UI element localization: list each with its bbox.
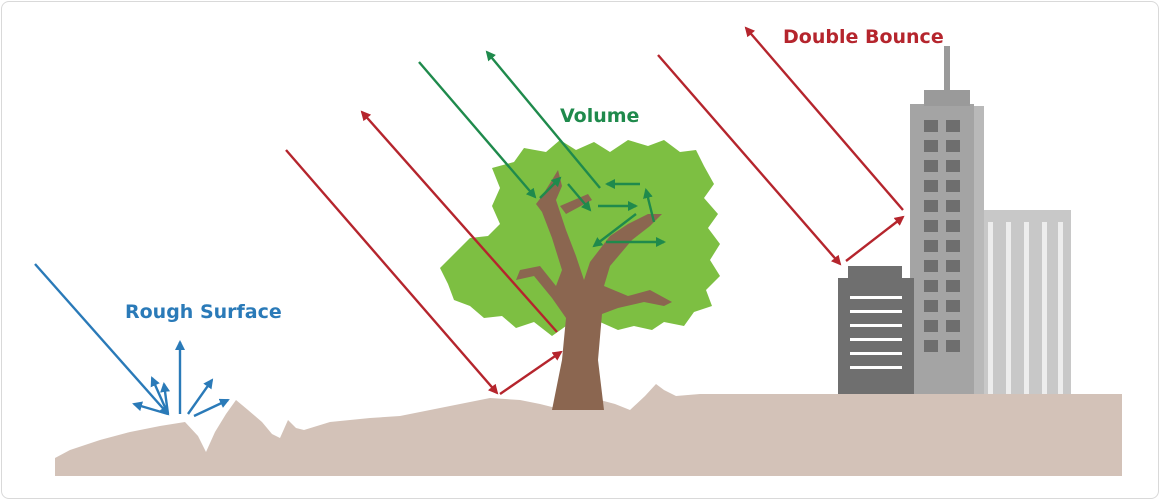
volume-inner-arrow-5 <box>643 188 656 223</box>
building-antenna <box>944 46 950 92</box>
building-bounce-arrow <box>845 215 905 262</box>
tower-window <box>924 280 938 292</box>
double-bounce-label: Double Bounce <box>783 26 944 48</box>
tower-window <box>946 200 960 212</box>
rough-surface-arrows <box>34 263 230 418</box>
volume-arrows <box>418 50 666 248</box>
tree-bounce-arrow <box>499 350 563 395</box>
tower-window <box>946 120 960 132</box>
buildings <box>838 46 1071 394</box>
building-tower-windows <box>924 120 960 352</box>
tower-window <box>946 280 960 292</box>
tower-window <box>946 180 960 192</box>
tower-window <box>924 140 938 152</box>
building-left <box>838 278 914 394</box>
ground <box>55 384 1122 476</box>
building-tower <box>910 104 974 394</box>
tower-window <box>924 260 938 272</box>
volume-inner-arrow-1 <box>539 176 562 199</box>
tower-window <box>924 120 938 132</box>
tower-window <box>946 300 960 312</box>
tree-return-arrow <box>360 110 558 333</box>
tower-window <box>946 260 960 272</box>
tower-window <box>924 160 938 172</box>
tower-window <box>946 320 960 332</box>
tree <box>440 140 720 410</box>
tower-window <box>924 220 938 232</box>
rough-scatter-arrow-2 <box>150 376 170 415</box>
rough-scatter-arrow-6 <box>193 398 230 418</box>
building-left-top <box>848 266 902 280</box>
tower-window <box>946 140 960 152</box>
building-tower-edge <box>972 106 984 394</box>
tower-window <box>924 320 938 332</box>
rough-scatter-arrow-1 <box>132 401 169 416</box>
rough-incident-arrow <box>34 263 170 416</box>
building-left-stripes <box>850 296 902 369</box>
tree-incident-arrow <box>285 149 499 395</box>
volume-label: Volume <box>560 105 639 127</box>
double-bounce-arrows <box>285 26 905 395</box>
volume-incident-arrow <box>418 61 537 199</box>
tower-window <box>924 200 938 212</box>
tree-branch <box>560 194 592 214</box>
tower-window <box>924 340 938 352</box>
tower-window <box>946 220 960 232</box>
building-tower-top <box>924 90 970 106</box>
tower-window <box>946 240 960 252</box>
tower-window <box>924 300 938 312</box>
volume-return-arrow <box>485 50 601 189</box>
tree-trunk <box>516 170 672 410</box>
tower-window <box>946 340 960 352</box>
rough-scatter-arrow-5 <box>187 378 214 415</box>
building-right-stripes <box>988 222 1063 394</box>
rough-surface-label: Rough Surface <box>125 301 282 323</box>
volume-inner-arrow-6 <box>592 213 637 248</box>
tower-window <box>924 180 938 192</box>
building-incident-arrow <box>657 54 842 266</box>
rough-scatter-arrow-3 <box>160 382 171 415</box>
tower-window <box>946 160 960 172</box>
volume-inner-arrow-2 <box>567 183 592 212</box>
building-return-arrow <box>744 26 904 211</box>
tower-window <box>924 240 938 252</box>
